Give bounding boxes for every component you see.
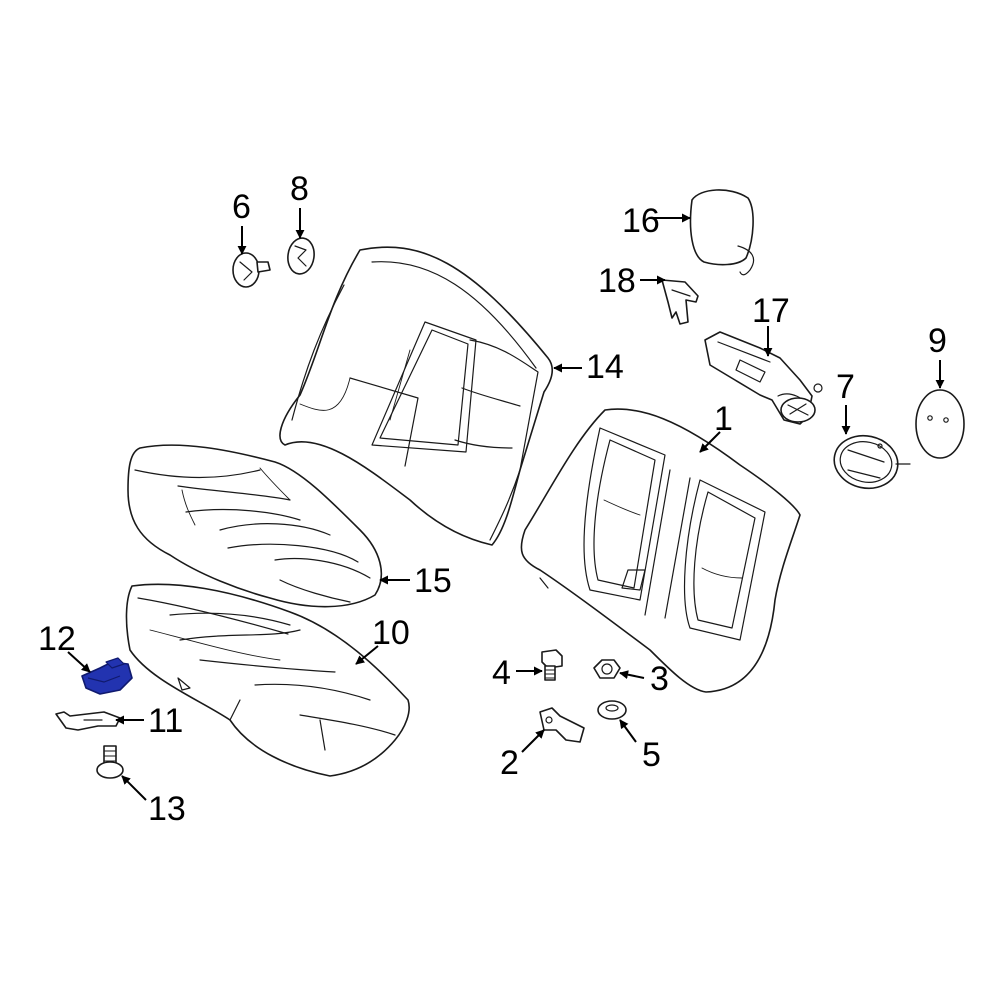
nut-part-3[interactable]	[593, 659, 621, 679]
bolt-part-13[interactable]	[96, 745, 124, 779]
callout-17: 17	[752, 292, 790, 330]
callout-labels: 6 8 16 18 17 9 14 1 7 15 10 4 3 5 2 12 1…	[38, 170, 947, 828]
arrow-3	[619, 670, 645, 680]
headrest-part-16[interactable]	[689, 189, 755, 276]
arrow-10	[355, 645, 379, 665]
bolt-part-4[interactable]	[541, 649, 563, 681]
arrow-2	[521, 729, 545, 753]
callout-14: 14	[586, 348, 624, 386]
guide-bracket-part-18[interactable]	[661, 279, 699, 325]
clip-part-8[interactable]	[286, 236, 317, 275]
callout-18: 18	[598, 262, 636, 300]
callout-9: 9	[928, 322, 947, 360]
cushion-frame-part-10[interactable]	[125, 583, 410, 777]
callout-4: 4	[492, 654, 511, 692]
callout-arrows	[67, 208, 945, 801]
arrow-5	[619, 719, 637, 743]
callout-2: 2	[500, 744, 519, 782]
callout-1: 1	[714, 400, 733, 438]
callout-8: 8	[290, 170, 309, 208]
speaker-cover-part-9[interactable]	[915, 389, 965, 459]
callout-3: 3	[650, 660, 669, 698]
speaker-grille-part-7[interactable]	[829, 430, 911, 494]
hook-part-11[interactable]	[55, 711, 121, 731]
callout-11: 11	[148, 702, 183, 740]
callout-7: 7	[836, 368, 855, 406]
callout-13: 13	[148, 790, 186, 828]
callout-6: 6	[232, 188, 251, 226]
seat-back-frame-part-1[interactable]	[520, 408, 801, 693]
arrow-1	[699, 431, 721, 453]
arrow-12	[67, 651, 91, 673]
bracket-part-2[interactable]	[539, 707, 585, 743]
clip-part-6[interactable]	[232, 252, 271, 288]
callout-15: 15	[414, 562, 452, 600]
seat-cushion-cover-part-15[interactable]	[127, 444, 383, 608]
callout-5: 5	[642, 736, 661, 774]
latch-assembly-part-17[interactable]	[704, 331, 823, 425]
washer-part-5[interactable]	[597, 700, 627, 720]
retainer-part-12-highlighted[interactable]	[81, 657, 133, 695]
callout-10: 10	[372, 614, 410, 652]
callout-12: 12	[38, 620, 76, 658]
arrow-13	[121, 775, 147, 801]
callout-16: 16	[622, 202, 660, 240]
seat-back-cover-part-14[interactable]	[279, 246, 554, 546]
